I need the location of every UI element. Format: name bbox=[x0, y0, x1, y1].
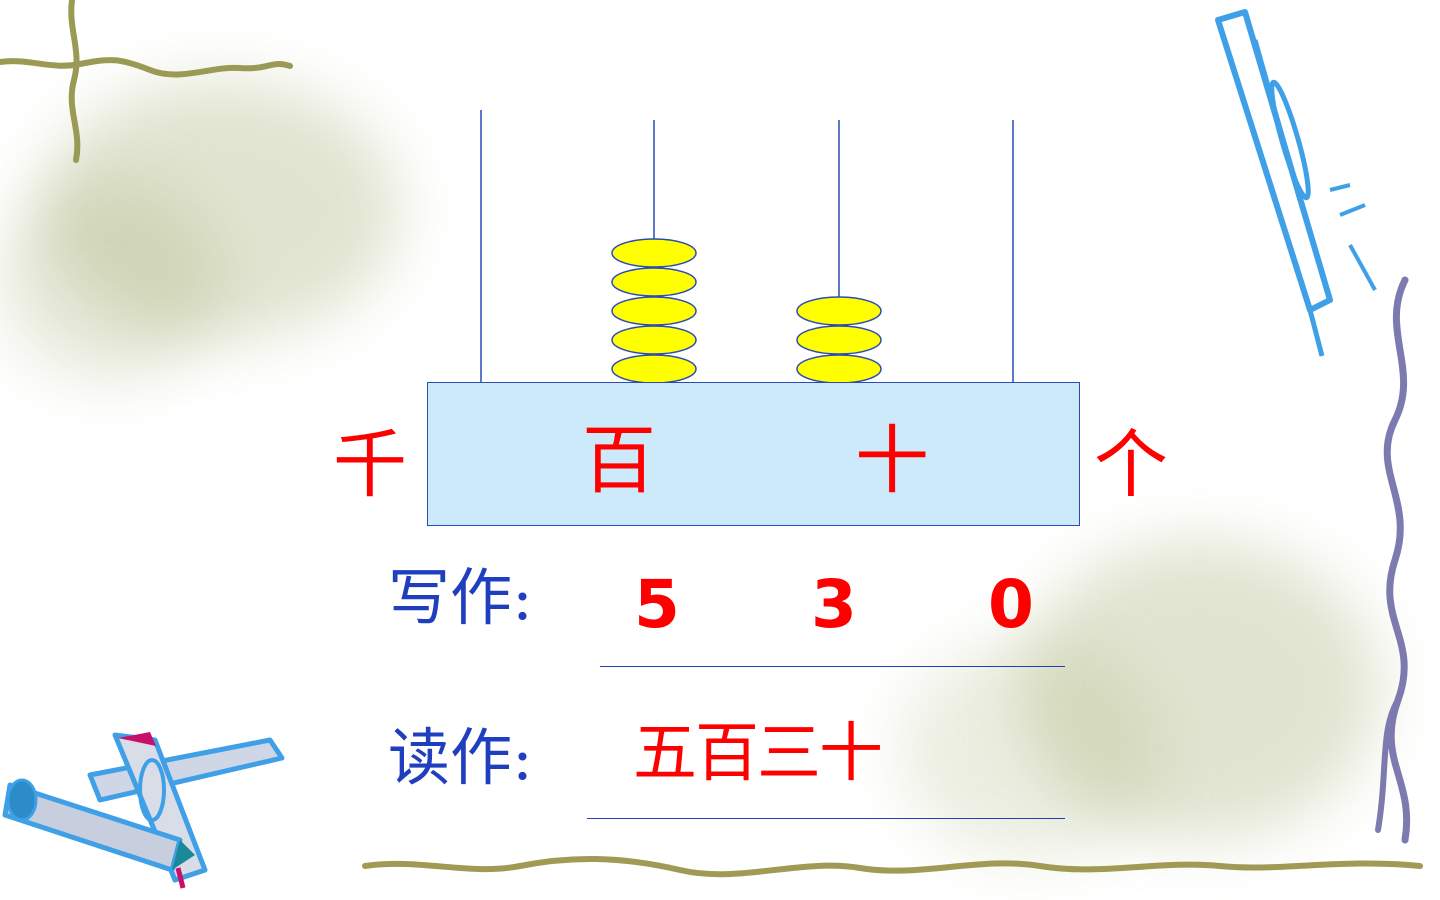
write-digit-ones: 0 bbox=[988, 566, 1034, 643]
background-foliage-right-2 bbox=[900, 640, 1160, 860]
vine-right-branch bbox=[1375, 697, 1401, 833]
write-digit-tens: 3 bbox=[811, 566, 857, 643]
background-foliage-left-2 bbox=[0, 180, 220, 380]
vine-top-left-vertical bbox=[68, 0, 81, 163]
background-foliage-right bbox=[1020, 540, 1380, 840]
read-value: 五百三十 bbox=[633, 717, 883, 791]
vine-top-left bbox=[0, 57, 293, 78]
label-tens: 十 bbox=[855, 418, 929, 504]
write-label: 写作: bbox=[388, 561, 533, 634]
vine-bottom bbox=[362, 855, 1423, 878]
read-underline bbox=[587, 818, 1065, 819]
bead-hundreds bbox=[611, 267, 697, 297]
label-thousands: 千 bbox=[333, 422, 407, 508]
write-digit-hundreds: 5 bbox=[634, 566, 680, 643]
background-foliage-left bbox=[40, 80, 400, 340]
bead-tens bbox=[796, 325, 882, 355]
read-label: 读作: bbox=[388, 721, 533, 794]
bead-hundreds bbox=[611, 354, 697, 384]
label-ones: 个 bbox=[1094, 422, 1168, 508]
bead-hundreds bbox=[611, 296, 697, 326]
bead-hundreds bbox=[611, 325, 697, 355]
label-hundreds: 百 bbox=[582, 418, 656, 504]
bead-tens bbox=[796, 296, 882, 326]
write-underline bbox=[600, 666, 1065, 667]
bead-tens bbox=[796, 354, 882, 384]
abacus-base bbox=[427, 382, 1080, 526]
beads bbox=[611, 238, 882, 384]
pencil-icon-bottom-left bbox=[2, 732, 285, 889]
pencil-icon-top-right bbox=[1215, 9, 1377, 357]
bead-hundreds bbox=[611, 238, 697, 268]
vine-right bbox=[1383, 276, 1411, 844]
